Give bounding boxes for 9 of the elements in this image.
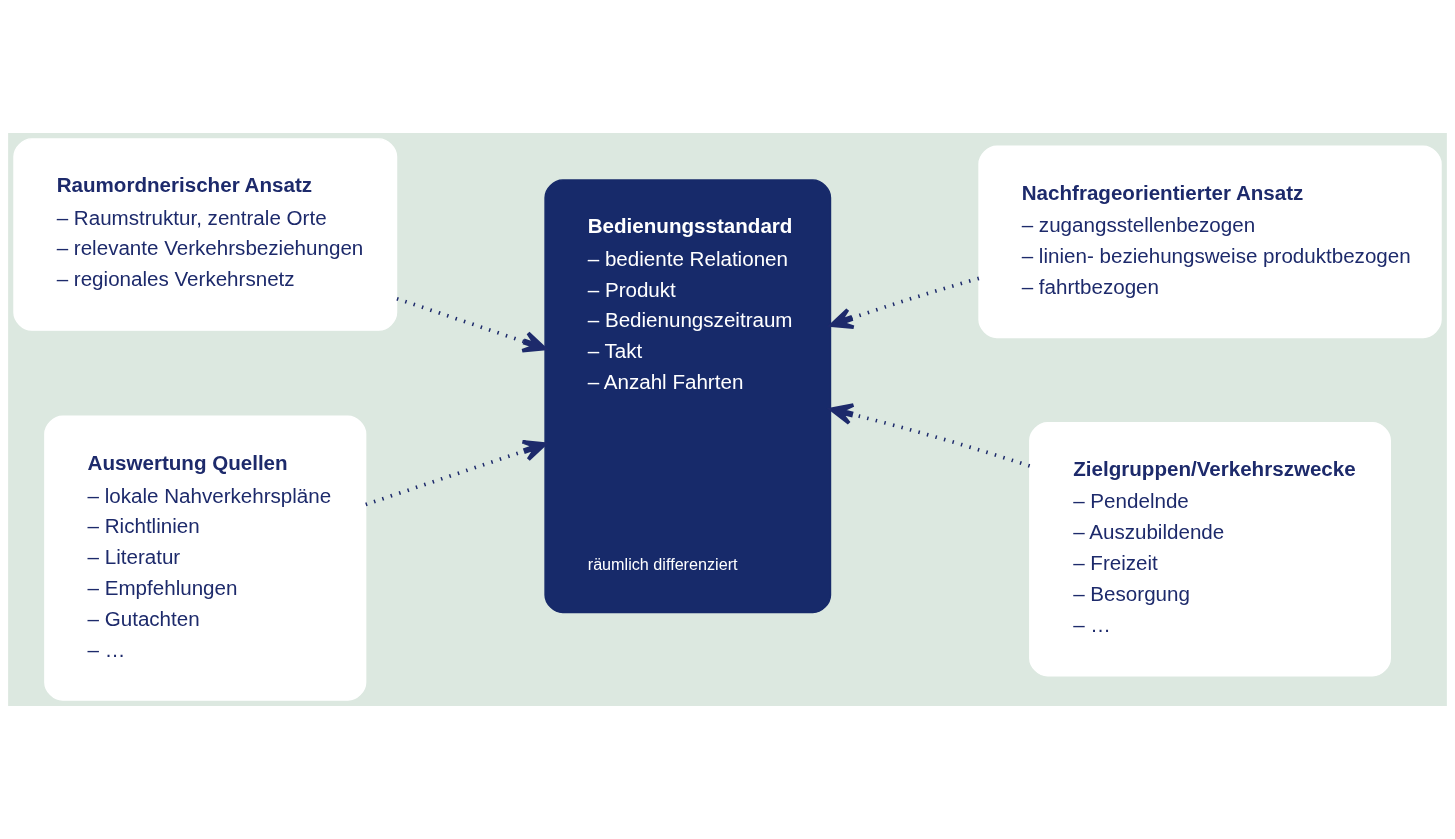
node-box: Nachfrageorientierter Ansatz – zugangsstellenbezogen – linien- beziehungsweise produktbezogen – fahrtbezogen [978,145,1442,339]
arrow [365,439,547,507]
node-box: Auswertung Quellen – lokale Nahverkehrspläne – Richtlinien – Literatur – Empfehlungen – Gutachten – … [44,415,367,701]
node-box: Zielgruppen/Verkehrszwecke – Pendelnde – Auszubildende – Freizeit – Besorgung – … [1029,422,1391,677]
node-box: Bedienungsstandard – bediente Relationen – Produkt – Bedienungszeitraum – Takt – Anzahl Fahrten räumlich differenziert [544,179,832,614]
arrow [829,403,1031,468]
arrow [829,276,980,330]
node-box: Raumordnerischer Ansatz – Raumstruktur, zentrale Orte – relevante Verkehrsbeziehungen – regionales Verkehrsnetz [13,138,398,331]
arrow [396,296,547,353]
